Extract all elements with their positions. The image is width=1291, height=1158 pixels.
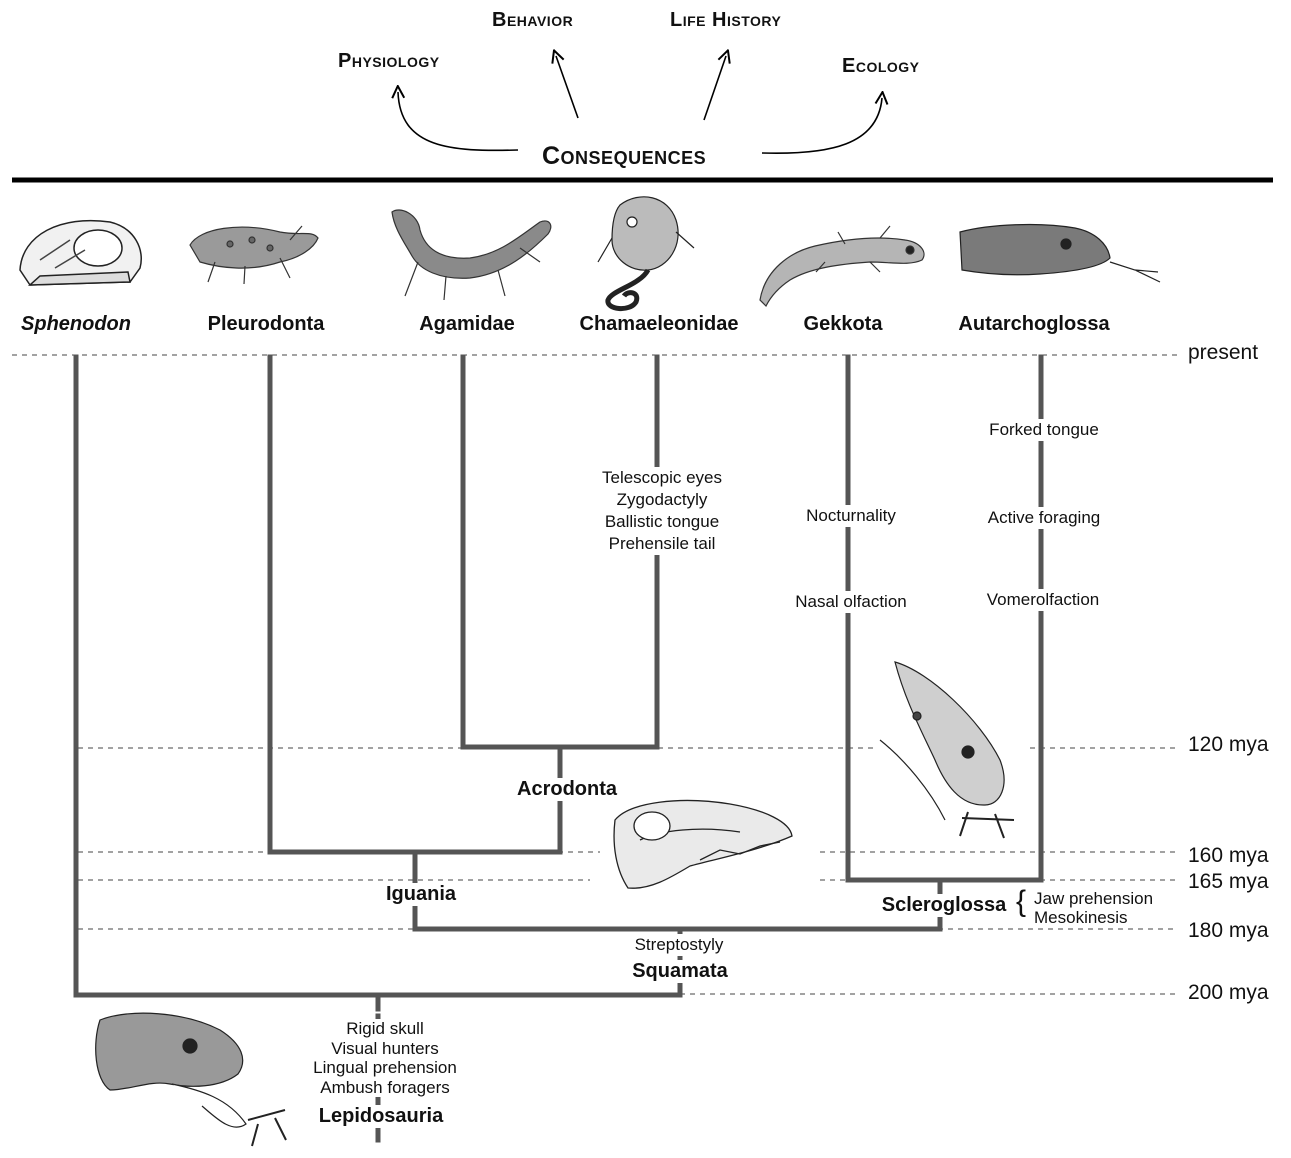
consequence-physiology: Physiology	[338, 50, 440, 73]
time-200-mya: 200 mya	[1188, 981, 1269, 1005]
agamidae-lizard-illustration	[392, 210, 551, 300]
squamate-skull-illustration	[614, 801, 792, 889]
consequence-behavior: Behavior	[492, 9, 573, 32]
consequence-life-history: Life History	[670, 9, 781, 32]
taxon-pleurodonta: Pleurodonta	[208, 313, 325, 336]
consequences-title: Consequences	[542, 142, 706, 171]
chamaeleonidae-illustration	[598, 197, 694, 309]
trait-list-lepidosauria: Rigid skull Visual hunters Lingual prehe…	[310, 1019, 460, 1097]
trait-nasal-olfaction: Nasal olfaction	[792, 591, 910, 613]
trait-ambush-foragers: Ambush foragers	[313, 1078, 457, 1098]
taxon-chamaeleonidae: Chamaeleonidae	[580, 313, 739, 336]
time-160-mya: 160 mya	[1188, 844, 1269, 868]
arrow-behavior	[556, 56, 578, 118]
taxon-agamidae: Agamidae	[419, 313, 515, 336]
trait-visual-hunters: Visual hunters	[313, 1039, 457, 1059]
trait-forked-tongue: Forked tongue	[986, 419, 1102, 441]
trait-active-foraging: Active foraging	[985, 507, 1103, 529]
time-165-mya: 165 mya	[1188, 870, 1269, 894]
taxon-autarchoglossa: Autarchoglossa	[958, 313, 1109, 336]
trait-mesokinesis: Mesokinesis	[1034, 908, 1153, 927]
sphenodon-skull-illustration	[20, 221, 141, 285]
node-iguania: Iguania	[383, 883, 459, 906]
taxon-gekkota: Gekkota	[804, 313, 883, 336]
time-120-mya: 120 mya	[1188, 733, 1269, 757]
node-scleroglossa: Scleroglossa	[879, 894, 1010, 917]
trait-rigid-skull: Rigid skull	[313, 1019, 457, 1039]
node-lepidosauria: Lepidosauria	[316, 1105, 446, 1128]
autarchoglossa-snake-illustration	[960, 225, 1160, 282]
lepidosauria-lizard-head-illustration	[96, 1013, 286, 1146]
node-acrodonta: Acrodonta	[514, 778, 620, 801]
consequences-title-text: Consequences	[542, 142, 706, 170]
pleurodonta-lizard-illustration	[190, 226, 318, 284]
arrow-physiology	[398, 92, 518, 150]
trait-lingual-prehension: Lingual prehension	[313, 1058, 457, 1078]
scleroglossa-brace: {	[1016, 887, 1026, 917]
trait-prehensile-tail: Prehensile tail	[602, 533, 722, 555]
trait-list-chamaeleonidae: Telescopic eyes Zygodactyly Ballistic to…	[599, 467, 725, 555]
trait-vomerolfaction: Vomerolfaction	[984, 589, 1102, 611]
trait-zygodactyly: Zygodactyly	[602, 489, 722, 511]
trait-ballistic-tongue: Ballistic tongue	[602, 511, 722, 533]
node-squamata: Squamata	[629, 960, 731, 983]
arrow-life-history	[704, 56, 726, 120]
time-180-mya: 180 mya	[1188, 919, 1269, 943]
trait-nocturnality: Nocturnality	[803, 505, 899, 527]
trait-list-scleroglossa: Jaw prehension Mesokinesis	[1034, 889, 1153, 927]
consequence-ecology: Ecology	[842, 55, 920, 78]
consequence-arrows	[398, 56, 882, 153]
gecko-head-illustration	[880, 662, 1014, 838]
arrow-ecology	[762, 98, 882, 153]
trait-streptostyly: Streptostyly	[632, 934, 727, 956]
trait-telescopic-eyes: Telescopic eyes	[602, 467, 722, 489]
trait-jaw-prehension: Jaw prehension	[1034, 889, 1153, 908]
taxon-sphenodon: Sphenodon	[21, 313, 131, 336]
time-present: present	[1188, 341, 1258, 365]
gekkota-gecko-illustration	[760, 226, 924, 306]
